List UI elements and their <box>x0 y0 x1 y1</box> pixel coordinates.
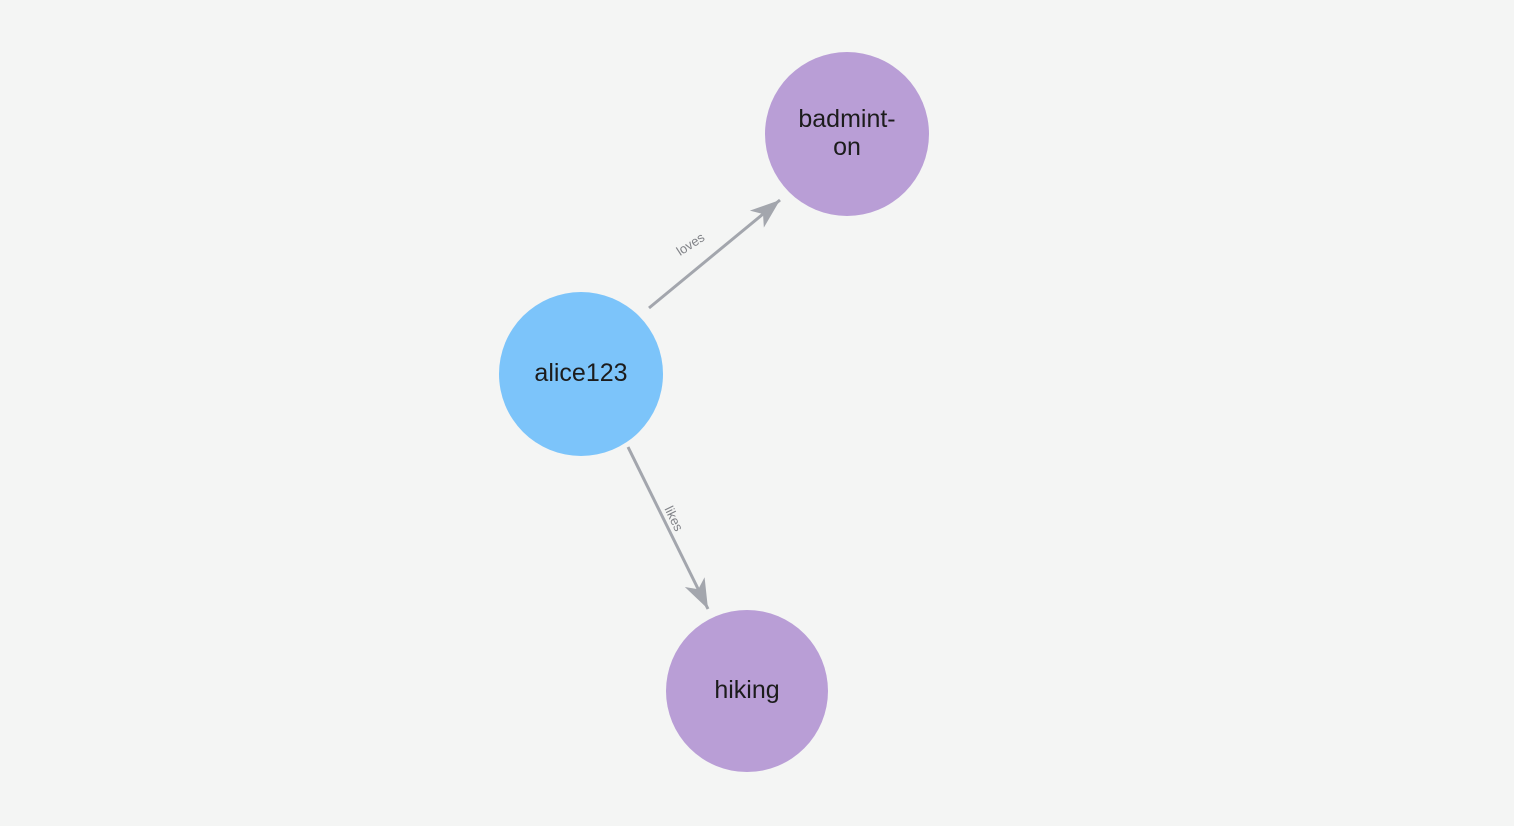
edge-label-loves: loves <box>674 229 708 258</box>
edge-line-loves <box>648 198 781 310</box>
graph-node-alice123[interactable]: alice123 <box>499 292 663 456</box>
edge-label-likes: likes <box>662 504 687 534</box>
graph-node-badminton[interactable]: badmint-on <box>765 52 929 216</box>
edge-line-likes <box>626 446 710 610</box>
node-circle-alice123[interactable] <box>499 292 663 456</box>
node-circle-badminton[interactable] <box>765 52 929 216</box>
node-circle-hiking[interactable] <box>666 610 828 772</box>
graph-node-hiking[interactable]: hiking <box>666 610 828 772</box>
graph-edge-likes[interactable]: likes <box>626 446 710 610</box>
edge-arrowhead-loves <box>749 200 780 228</box>
edge-arrowhead-likes <box>684 577 708 609</box>
graph-edge-loves[interactable]: loves <box>648 198 781 310</box>
